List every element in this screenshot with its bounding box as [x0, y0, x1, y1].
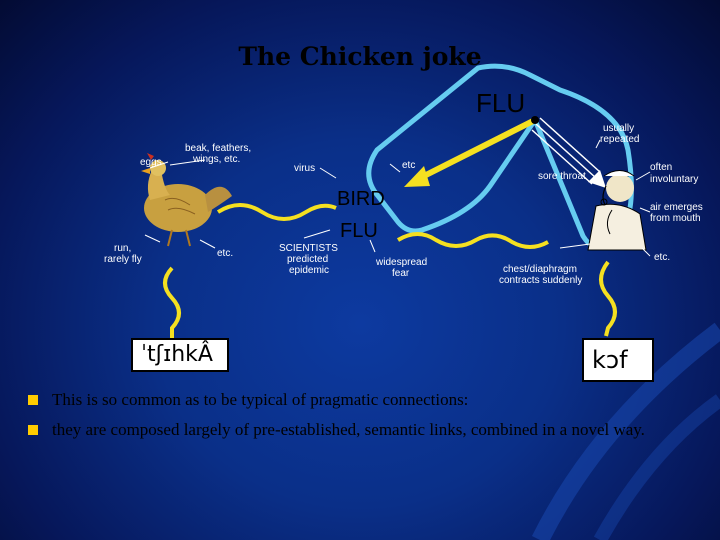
bullet-text: they are composed largely of pre-establi…	[52, 420, 645, 439]
label-predicted: predicted	[287, 254, 328, 265]
label-right-etc: etc.	[654, 252, 670, 263]
label-virus: virus	[294, 163, 315, 174]
label-air-emerges: air emerges	[650, 202, 703, 213]
bullet-item: they are composed largely of pre-establi…	[28, 418, 712, 442]
label-epidemic: epidemic	[289, 265, 329, 276]
label-beak-1: beak, feathers,	[185, 143, 251, 154]
squiggle-chicken-phonetic	[165, 268, 179, 338]
label-center-etc: etc	[402, 160, 415, 171]
bullet-text: This is so common as to be typical of pr…	[52, 390, 468, 409]
flu-label: FLU	[476, 88, 525, 119]
label-contracts: contracts suddenly	[499, 275, 582, 286]
squiggle-chicken-bird	[218, 205, 336, 219]
label-sore-throat: sore throat	[538, 171, 586, 182]
label-chest: chest/diaphragm	[503, 264, 577, 275]
label-left-etc: etc.	[217, 248, 233, 259]
slide-title: The Chicken joke	[0, 42, 720, 71]
label-fear: fear	[392, 268, 409, 279]
label-involuntary: involuntary	[650, 174, 698, 185]
label-usually: usually	[603, 123, 634, 134]
label-scientists: SCIENTISTS	[279, 243, 338, 254]
flu-arrow-left	[404, 120, 535, 187]
label-from-mouth: from mouth	[650, 213, 701, 224]
phonetic-cough: kɔf	[582, 338, 654, 382]
bullet-marker-icon	[28, 395, 38, 405]
label-run-2: rarely fly	[104, 254, 142, 265]
label-run-1: run,	[114, 243, 131, 254]
phonetic-chicken: ˈtʃɪhkÂ	[131, 338, 229, 372]
bullet-item: This is so common as to be typical of pr…	[28, 388, 712, 412]
bullet-list: This is so common as to be typical of pr…	[28, 388, 712, 448]
bullet-marker-icon	[28, 425, 38, 435]
label-eggs: eggs	[140, 157, 162, 168]
flu-node	[531, 116, 539, 124]
label-widespread: widespread	[376, 257, 427, 268]
label-often: often	[650, 162, 672, 173]
bird-label: BIRD	[337, 188, 385, 210]
bird-flu-label: FLU	[340, 220, 378, 242]
label-repeated: repeated	[600, 134, 639, 145]
squiggle-cough-phonetic	[601, 262, 615, 336]
squiggle-birdflu-cough	[398, 234, 548, 247]
label-beak-2: wings, etc.	[193, 154, 240, 165]
